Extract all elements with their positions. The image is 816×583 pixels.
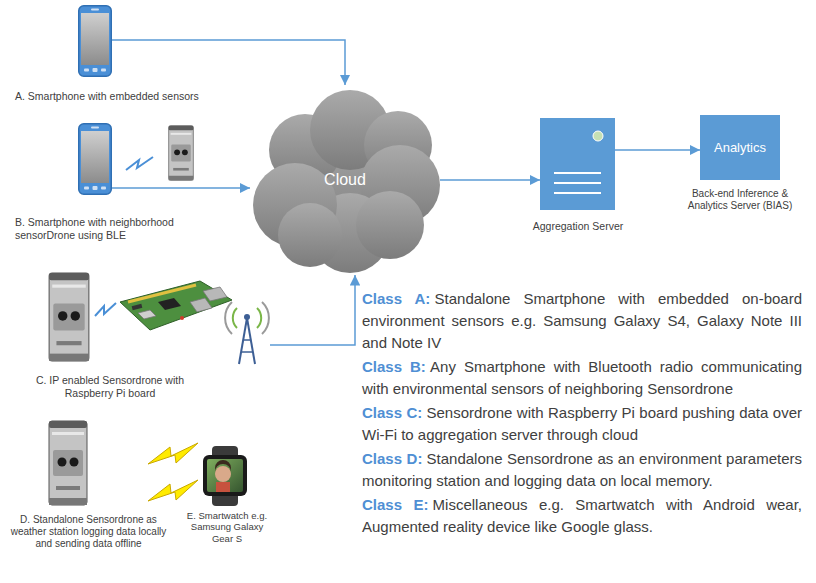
raspberry-pi-board bbox=[158, 298, 181, 310]
raspberry-pi-board bbox=[190, 298, 212, 312]
device-group: A. Smartphone with embedded sensors bbox=[78, 5, 112, 77]
node-caption: Aggregation Server bbox=[513, 220, 643, 233]
cloud-outline bbox=[253, 90, 440, 273]
node-caption: E. Smartwatch e.g. Samsung Galaxy Gear S bbox=[182, 510, 272, 544]
cloud-outline bbox=[356, 191, 424, 259]
server-box: Aggregation Server bbox=[540, 118, 615, 210]
class-name: Class B: bbox=[362, 358, 426, 375]
flow-arrow bbox=[615, 149, 700, 151]
smartwatch-icon bbox=[215, 460, 231, 472]
analytics-box: AnalyticsBack-end Inference & Analytics … bbox=[700, 115, 780, 180]
sensordrone-icon bbox=[49, 421, 87, 505]
bluetooth-link bbox=[95, 303, 116, 316]
flow-arrow bbox=[112, 187, 250, 189]
bluetooth-link bbox=[126, 157, 153, 170]
flow-arrow bbox=[270, 275, 355, 345]
class-paragraph: Class D:Standalone Sensordrone as an env… bbox=[362, 448, 802, 492]
raspberry-pi-board bbox=[203, 287, 227, 301]
caption-holder: A. Smartphone with embedded sensors bbox=[15, 90, 245, 103]
caption-holder: Back-end Inference & Analytics Server (B… bbox=[680, 188, 800, 212]
caption-holder: E. Smartwatch e.g. Samsung Galaxy Gear S bbox=[182, 510, 272, 544]
smartwatch-icon bbox=[216, 482, 230, 492]
sensordrone-icon bbox=[169, 126, 194, 181]
smartwatch-icon bbox=[203, 455, 247, 496]
class-name: Class A: bbox=[362, 290, 430, 307]
flow-arrow bbox=[440, 179, 540, 181]
class-description: Sensordrone with Raspberry Pi board push… bbox=[362, 404, 802, 443]
class-paragraph: Class C:Sensordrone with Raspberry Pi bo… bbox=[362, 402, 802, 446]
class-legend-text: Class A:Standalone Smartphone with embed… bbox=[362, 288, 802, 540]
node-caption: A. Smartphone with embedded sensors bbox=[15, 90, 245, 103]
caption-holder: C. IP enabled Sensordrone with Raspberry… bbox=[35, 374, 185, 399]
class-description: Any Smartphone with Bluetooth radio comm… bbox=[362, 358, 802, 397]
wireless-bolt bbox=[148, 443, 198, 464]
class-description: Standalone Sensordrone as an environment… bbox=[362, 450, 802, 489]
sensordrone-icon bbox=[49, 273, 89, 361]
antenna-tower bbox=[262, 302, 269, 334]
raspberry-pi-board bbox=[138, 310, 156, 319]
raspberry-pi-board bbox=[180, 316, 184, 320]
class-paragraph: Class E:Miscellaneous e.g. Smartwatch wi… bbox=[362, 494, 802, 538]
node-caption: D. Standalone Sensordrone as weather sta… bbox=[6, 514, 171, 550]
server-icon bbox=[554, 172, 601, 174]
node-label: Analytics bbox=[714, 140, 766, 156]
device-group: C. IP enabled Sensordrone with Raspberry… bbox=[45, 270, 270, 366]
cloud-shape: Cloud bbox=[250, 85, 440, 275]
smartwatch-icon bbox=[215, 466, 231, 482]
antenna-tower bbox=[239, 318, 247, 364]
antenna-tower bbox=[233, 308, 237, 328]
antenna-tower bbox=[244, 314, 250, 320]
antenna-tower bbox=[247, 318, 255, 364]
antenna-tower bbox=[257, 308, 261, 328]
node-label: Cloud bbox=[324, 170, 366, 189]
caption-holder: D. Standalone Sensordrone as weather sta… bbox=[6, 514, 171, 550]
device-group: B. Smartphone with neighborhood sensorDr… bbox=[78, 123, 112, 195]
caption-holder: Aggregation Server bbox=[513, 220, 643, 233]
node-caption: C. IP enabled Sensordrone with Raspberry… bbox=[35, 374, 185, 399]
device-group: D. Standalone Sensordrone as weather sta… bbox=[48, 420, 90, 506]
smartphone-icon bbox=[79, 124, 112, 195]
server-icon bbox=[554, 182, 601, 184]
raspberry-pi-board bbox=[120, 281, 232, 330]
smartwatch-icon bbox=[207, 459, 243, 492]
device-group: E. Smartwatch e.g. Samsung Galaxy Gear S bbox=[203, 452, 247, 502]
server-icon bbox=[554, 192, 601, 194]
node-caption: B. Smartphone with neighborhood sensorDr… bbox=[15, 216, 205, 241]
server-icon bbox=[593, 131, 603, 141]
class-paragraph: Class A:Standalone Smartphone with embed… bbox=[362, 288, 802, 354]
class-name: Class C: bbox=[362, 404, 422, 421]
wireless-bolt bbox=[148, 480, 198, 501]
class-paragraph: Class B:Any Smartphone with Bluetooth ra… bbox=[362, 356, 802, 400]
raspberry-pi-board bbox=[120, 281, 232, 330]
raspberry-pi-board bbox=[132, 304, 143, 310]
flow-arrow bbox=[112, 40, 345, 85]
class-name: Class D: bbox=[362, 450, 422, 467]
smartphone-icon bbox=[79, 6, 112, 77]
class-description: Miscellaneous e.g. Smartwatch with Andro… bbox=[362, 496, 802, 535]
server-icon bbox=[540, 118, 615, 210]
antenna-tower bbox=[225, 302, 269, 364]
cloud-outline bbox=[278, 203, 342, 267]
smartwatch-icon bbox=[203, 446, 247, 506]
antenna-tower bbox=[243, 339, 251, 341]
node-caption: Back-end Inference & Analytics Server (B… bbox=[680, 188, 800, 212]
raspberry-pi-board bbox=[128, 285, 196, 302]
caption-holder: B. Smartphone with neighborhood sensorDr… bbox=[15, 216, 205, 241]
antenna-tower bbox=[225, 302, 232, 334]
antenna-tower bbox=[241, 351, 253, 353]
server-icon bbox=[540, 118, 615, 210]
class-name: Class E: bbox=[362, 496, 428, 513]
